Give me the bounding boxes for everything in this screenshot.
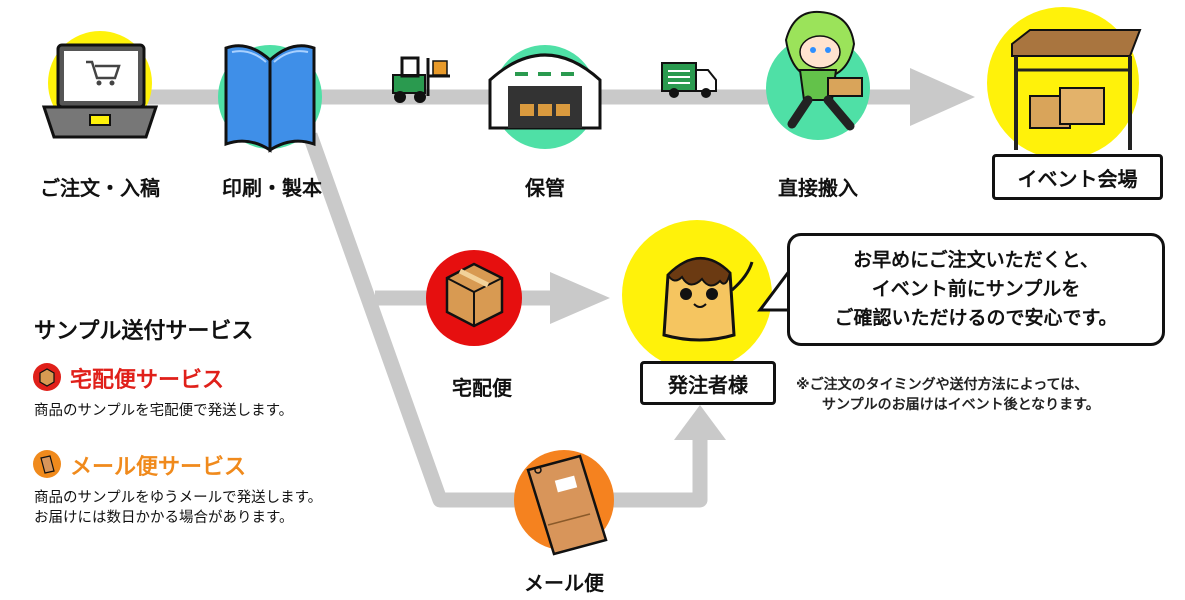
services-title: サンプル送付サービス: [34, 319, 254, 344]
delivery-girl-icon: [766, 10, 870, 140]
print-label: 印刷・製本: [222, 176, 322, 200]
storage-label: 保管: [525, 176, 565, 200]
note-line-2: サンプルのお届けはイベント後となります。: [822, 397, 1100, 413]
speech-bubble: お早めにご注文いただくと、 イベント前にサンプルを ご確認いただけるので安心です…: [787, 233, 1165, 346]
bubble-line-3: ご確認いただけるので安心です。: [834, 307, 1118, 329]
mailbin-service-desc: 商品のサンプルをゆうメールで発送します。 お届けには数日かかる場合があります。: [34, 488, 322, 528]
arrow-to-venue: [910, 68, 975, 126]
pudding-mascot-icon: [622, 220, 772, 370]
laptop-cart-icon: [41, 31, 159, 139]
arrow-to-customer: [550, 272, 610, 324]
truck-icon: [661, 62, 717, 98]
mailbin-desc-line-1: 商品のサンプルをゆうメールで発送します。: [34, 490, 323, 506]
mailbin-desc-line-2: お届けには数日かかる場合があります。: [34, 510, 294, 526]
parcel-icon: [426, 250, 522, 346]
delivery-label: 直接搬入: [778, 176, 858, 200]
takuhaibin-label: 宅配便: [452, 376, 512, 400]
takuhaibin-service-desc: 商品のサンプルを宅配便で発送します。: [34, 403, 294, 419]
arrow-up-to-customer: [674, 405, 726, 440]
note-line-1: ※ご注文のタイミングや送付方法によっては、: [796, 377, 1089, 393]
parcel-icon-small: [33, 363, 61, 391]
mailbin-service-name: メール便サービス: [70, 455, 247, 480]
envelope-icon: [514, 450, 614, 556]
envelope-icon-small: [33, 450, 61, 478]
book-icon: [218, 44, 322, 153]
takuhaibin-service-name: 宅配便サービス: [70, 368, 225, 393]
event-table-icon: [987, 7, 1142, 159]
bubble-line-2: イベント前にサンプルを: [871, 278, 1081, 300]
timing-note: ※ご注文のタイミングや送付方法によっては、 サンプルのお届けはイベント後となりま…: [796, 375, 1100, 415]
warehouse-icon: [488, 45, 602, 149]
forklift-icon: [392, 56, 450, 103]
venue-label: イベント会場: [992, 154, 1163, 200]
customer-label: 発注者様: [640, 361, 776, 405]
bubble-line-1: お早めにご注文いただくと、: [853, 249, 1099, 271]
mailbin-label: メール便: [524, 571, 604, 595]
order-label: ご注文・入稿: [40, 176, 160, 200]
